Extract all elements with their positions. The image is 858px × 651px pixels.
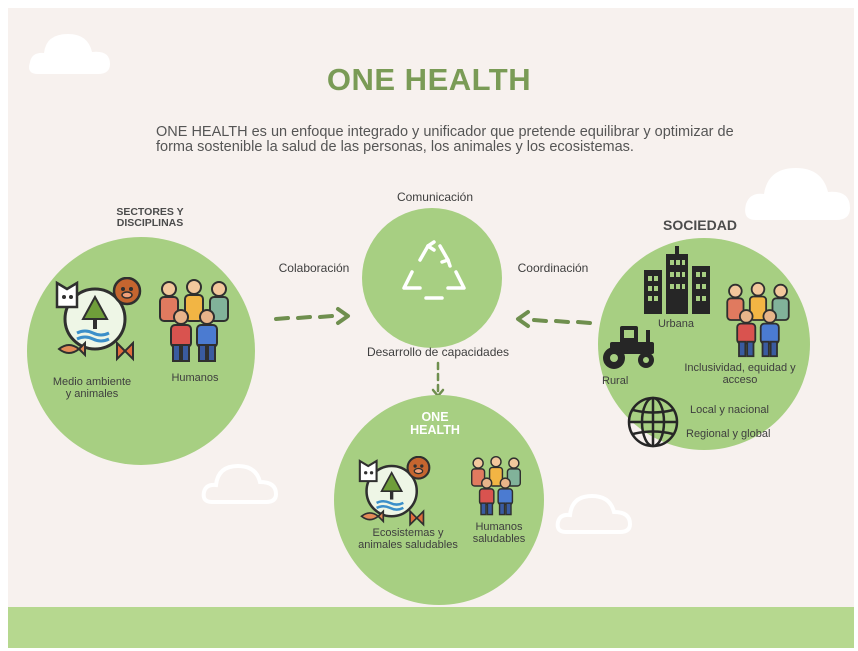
eco-label-line1: Ecosistemas y bbox=[372, 527, 444, 539]
globe-icon bbox=[627, 396, 679, 448]
arrow-down-icon bbox=[431, 361, 445, 398]
healthy-humans-line2: saludables bbox=[472, 533, 526, 545]
inclusion-label: Inclusividad, equidad y acceso bbox=[660, 362, 820, 386]
left-heading: SECTORES Y DISCIPLINAS bbox=[80, 207, 220, 229]
bottom-heading-line2: HEALTH bbox=[410, 423, 460, 437]
cloud-icon bbox=[29, 34, 110, 74]
coordination-label: Coordinación bbox=[517, 261, 589, 275]
ground-strip bbox=[8, 607, 854, 648]
recycle-icon bbox=[402, 240, 466, 300]
rural-label: Rural bbox=[602, 375, 629, 387]
eco-label-line2: animales saludables bbox=[358, 539, 458, 551]
people-icon bbox=[159, 279, 229, 362]
right-heading: SOCIEDAD bbox=[663, 217, 737, 233]
regional-label: Regional y global bbox=[686, 428, 771, 440]
env-label-line2: y animales bbox=[65, 388, 119, 400]
inclusion-label-line1: Inclusividad, equidad y bbox=[684, 362, 796, 374]
left-heading-line2: DISCIPLINAS bbox=[116, 217, 184, 229]
left-heading-line1: SECTORES Y bbox=[116, 206, 184, 218]
tractor-icon bbox=[603, 326, 654, 369]
humans-label: Humanos bbox=[171, 372, 219, 384]
arrow-left-icon bbox=[516, 310, 592, 328]
city-icon bbox=[644, 246, 710, 314]
collaboration-label: Colaboración bbox=[278, 261, 350, 275]
eco-label: Ecosistemas y animales saludables bbox=[352, 527, 464, 551]
env-label-line1: Medio ambiente bbox=[52, 376, 132, 388]
arrow-right-icon bbox=[274, 307, 350, 325]
center-circle bbox=[362, 208, 502, 348]
intro-text: ONE HEALTH es un enfoque integrado y uni… bbox=[156, 124, 734, 155]
urban-label: Urbana bbox=[657, 318, 695, 330]
local-label: Local y nacional bbox=[690, 404, 769, 416]
ecosystem-icon bbox=[55, 277, 142, 362]
inclusion-label-line2: acceso bbox=[722, 374, 758, 386]
cloud-icon bbox=[745, 168, 850, 220]
people-icon bbox=[471, 456, 521, 516]
bottom-heading: ONE HEALTH bbox=[390, 411, 480, 437]
healthy-humans-line1: Humanos bbox=[475, 521, 523, 533]
communication-label: Comunicación bbox=[396, 190, 474, 204]
healthy-humans-label: Humanos saludables bbox=[462, 521, 536, 545]
people-icon bbox=[726, 282, 790, 358]
capacity-label: Desarrollo de capacidades bbox=[366, 345, 510, 359]
cloud-icon bbox=[201, 463, 279, 504]
ecosystem-icon bbox=[358, 456, 431, 527]
env-label: Medio ambiente y animales bbox=[42, 376, 142, 400]
page-title: ONE HEALTH bbox=[326, 62, 532, 97]
bottom-heading-line1: ONE bbox=[421, 410, 449, 424]
cloud-icon bbox=[555, 493, 633, 534]
